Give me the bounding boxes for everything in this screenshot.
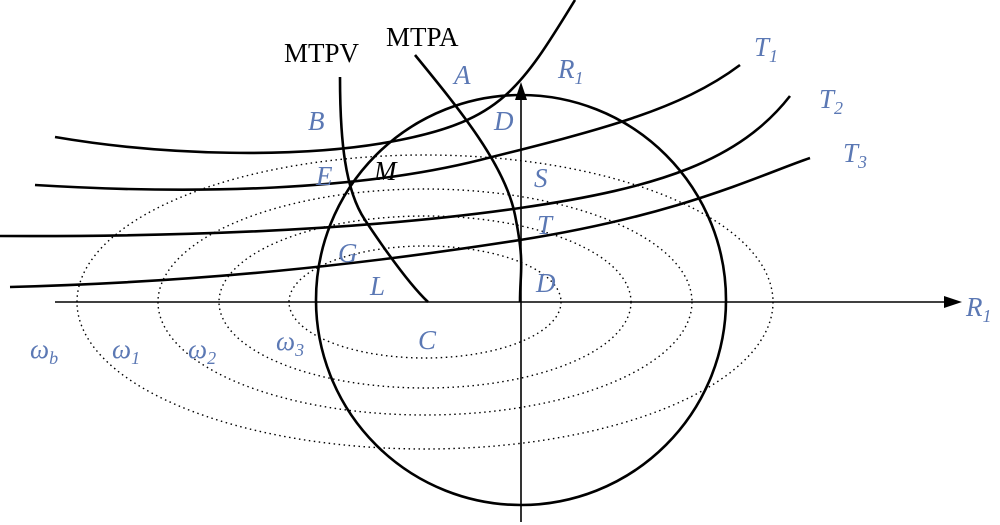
point-label-g: G — [338, 238, 358, 268]
point-label-d-bottom: D — [535, 268, 556, 298]
torque-curve-t2 — [0, 95, 792, 238]
point-label-d-top: D — [493, 106, 514, 136]
point-label-c: C — [418, 325, 437, 355]
mtpa-curve — [413, 54, 523, 303]
point-label-t: T — [537, 210, 554, 240]
speed-label-w3: ω3 — [276, 326, 304, 360]
mtpa-label: MTPA — [386, 22, 459, 52]
speed-label-wb: ωb — [30, 334, 58, 368]
torque-label-t1: T1 — [754, 32, 778, 66]
mtpv-label: MTPV — [284, 38, 360, 68]
point-label-m: M — [373, 156, 398, 186]
torque-label-t3: T3 — [843, 138, 867, 172]
point-label-s: S — [534, 163, 548, 193]
vertical-axis-label: R1 — [557, 54, 584, 88]
speed-label-w2: ω2 — [188, 334, 216, 368]
torque-curve-outer — [54, 0, 577, 155]
horizontal-axis-label: R1 — [965, 292, 992, 326]
horizontal-axis-arrow — [944, 296, 962, 308]
point-label-b: B — [308, 106, 325, 136]
torque-curve-t1 — [34, 63, 741, 191]
point-label-a: A — [452, 60, 471, 90]
torque-label-t2: T2 — [819, 84, 843, 118]
torque-curve-t3 — [9, 156, 811, 289]
mtpv-curve — [338, 76, 429, 303]
current-limit-circle — [314, 93, 728, 507]
point-label-l: L — [369, 271, 385, 301]
speed-label-w1: ω1 — [112, 334, 140, 368]
point-label-e: E — [315, 161, 333, 191]
